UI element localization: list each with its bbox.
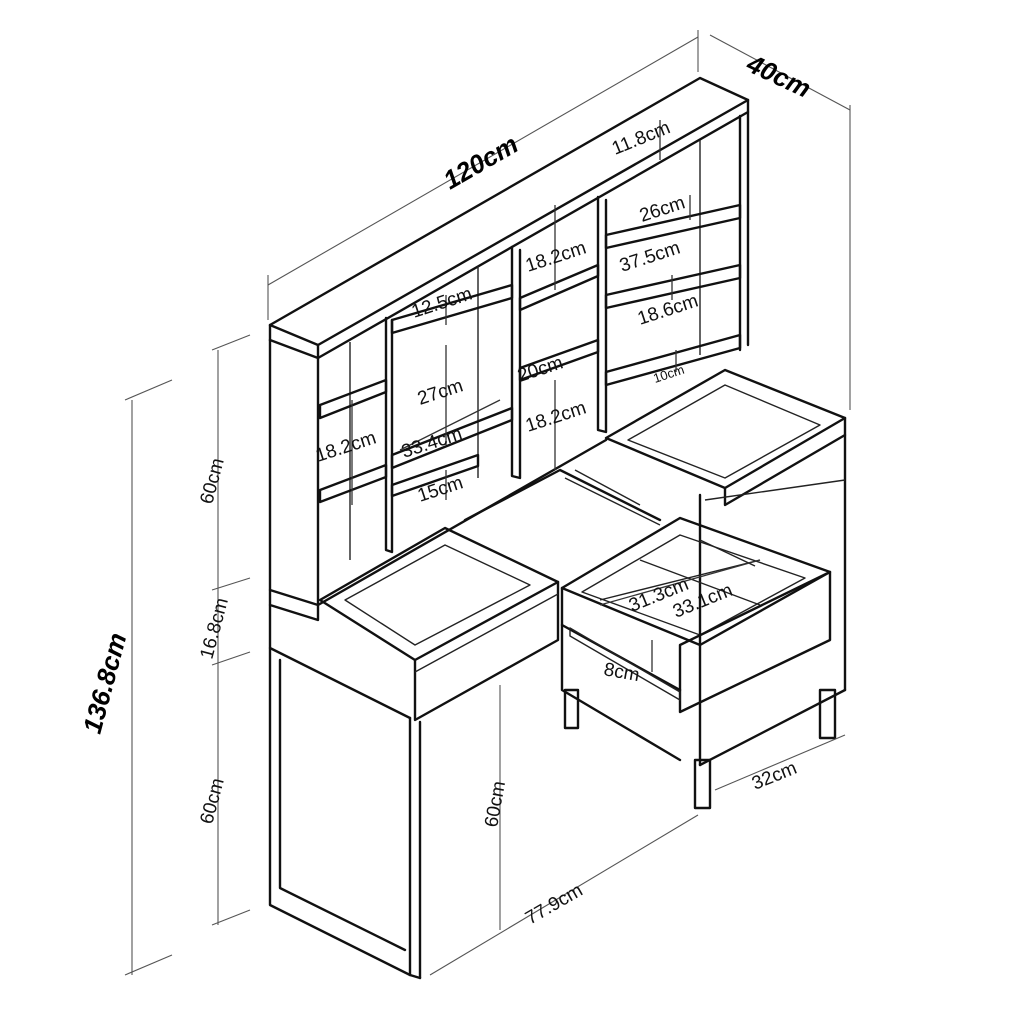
label-center-bottom-gap: 18.2cm	[523, 398, 589, 437]
label-total-height: 136.8cm	[77, 630, 133, 737]
label-drawer-height: 8cm	[602, 659, 641, 686]
hutch	[268, 76, 750, 607]
label-center-top-gap: 18.2cm	[523, 238, 589, 277]
label-depth: 40cm	[742, 48, 816, 104]
open-drawer	[560, 516, 832, 762]
label-total-width: 120cm	[438, 129, 523, 195]
legs	[268, 646, 847, 980]
label-left-mid-gap: 27cm	[415, 375, 466, 409]
label-center-shelf-width: 20cm	[515, 352, 566, 386]
label-drawer-band-height: 16.8cm	[197, 596, 233, 662]
dimension-lines	[124, 30, 851, 976]
dimension-labels: 120cm 40cm 136.8cm 60cm 16.8cm 60cm 60cm…	[77, 48, 816, 930]
label-pedestal-depth: 32cm	[749, 758, 800, 795]
label-left-mid-top: 12.5cm	[409, 284, 475, 323]
label-right-bottom-gap: 10cm	[651, 362, 686, 386]
label-leg-height: 60cm	[197, 776, 229, 826]
inner-dimension-arrows	[351, 120, 761, 672]
label-left-col-gap: 18.2cm	[313, 428, 379, 467]
label-desk-width: 77.9cm	[522, 880, 586, 929]
label-hutch-height: 60cm	[197, 456, 229, 506]
label-right-shelf-186: 18.6cm	[635, 291, 701, 330]
label-knee-clearance: 60cm	[481, 779, 510, 828]
label-left-mid-width: 33.4cm	[399, 424, 465, 463]
label-left-mid-bottom: 15cm	[415, 472, 466, 506]
desk-body	[268, 368, 847, 767]
